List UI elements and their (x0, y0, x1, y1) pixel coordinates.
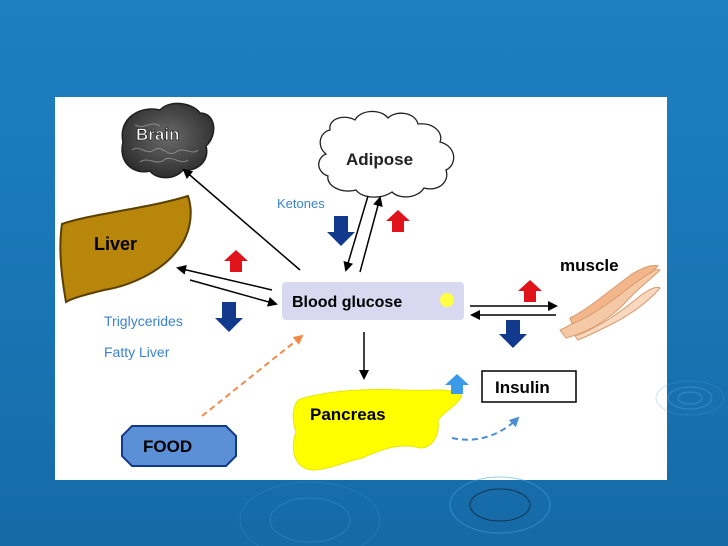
adipose-label: Adipose (346, 150, 413, 169)
brain-node: Brain (121, 102, 215, 179)
pancreas-label: Pancreas (310, 405, 386, 424)
blood-glucose-node: Blood glucose (282, 282, 464, 320)
food-node: FOOD (121, 425, 237, 467)
muscle-node: muscle (559, 256, 662, 341)
down-arrow-icon (327, 216, 355, 246)
arrow-adipose-to-glucose (343, 195, 369, 272)
triglycerides-label: Triglycerides (104, 313, 183, 329)
insulin-label: Insulin (495, 378, 550, 397)
blood-glucose-box (282, 282, 464, 320)
fatty-liver-label: Fatty Liver (104, 344, 170, 360)
brain-icon (121, 102, 215, 179)
arrow-glucose-to-adipose (359, 196, 383, 273)
up-arrow-icon (518, 280, 542, 302)
ripple-decoration (239, 380, 725, 546)
arrow-glucose-to-liver (176, 264, 273, 291)
arrow-glucose-to-brain (182, 168, 301, 271)
brain-label: Brain (136, 125, 179, 144)
muscle-label: muscle (560, 256, 619, 275)
pancreas-icon (292, 388, 463, 471)
arrow-food-to-glucose (201, 334, 304, 417)
blood-glucose-label: Blood glucose (292, 294, 402, 311)
food-box (121, 425, 237, 467)
down-arrow-icon (499, 320, 527, 348)
adipose-node: Adipose (318, 110, 455, 198)
adipose-cloud-icon (318, 110, 455, 198)
up-arrow-icon (224, 250, 248, 272)
insulin-node: Insulin (481, 370, 577, 403)
food-label: FOOD (143, 437, 192, 456)
insulin-up-arrow-icon (445, 374, 469, 394)
liver-label: Liver (94, 234, 137, 254)
arrow-pancreas-to-insulin (451, 416, 520, 441)
ketones-label: Ketones (277, 196, 325, 211)
flow-arrows (176, 168, 558, 380)
pancreas-node: Pancreas (292, 388, 463, 471)
arrow-liver-to-glucose (189, 279, 278, 307)
insulin-box (481, 370, 577, 403)
muscle-icon (559, 265, 662, 341)
liver-node: Liver (59, 194, 192, 304)
liver-icon (59, 194, 192, 304)
glucose-molecule-icon (440, 293, 454, 307)
up-arrow-icon (386, 210, 410, 232)
down-arrow-icon (215, 302, 243, 332)
